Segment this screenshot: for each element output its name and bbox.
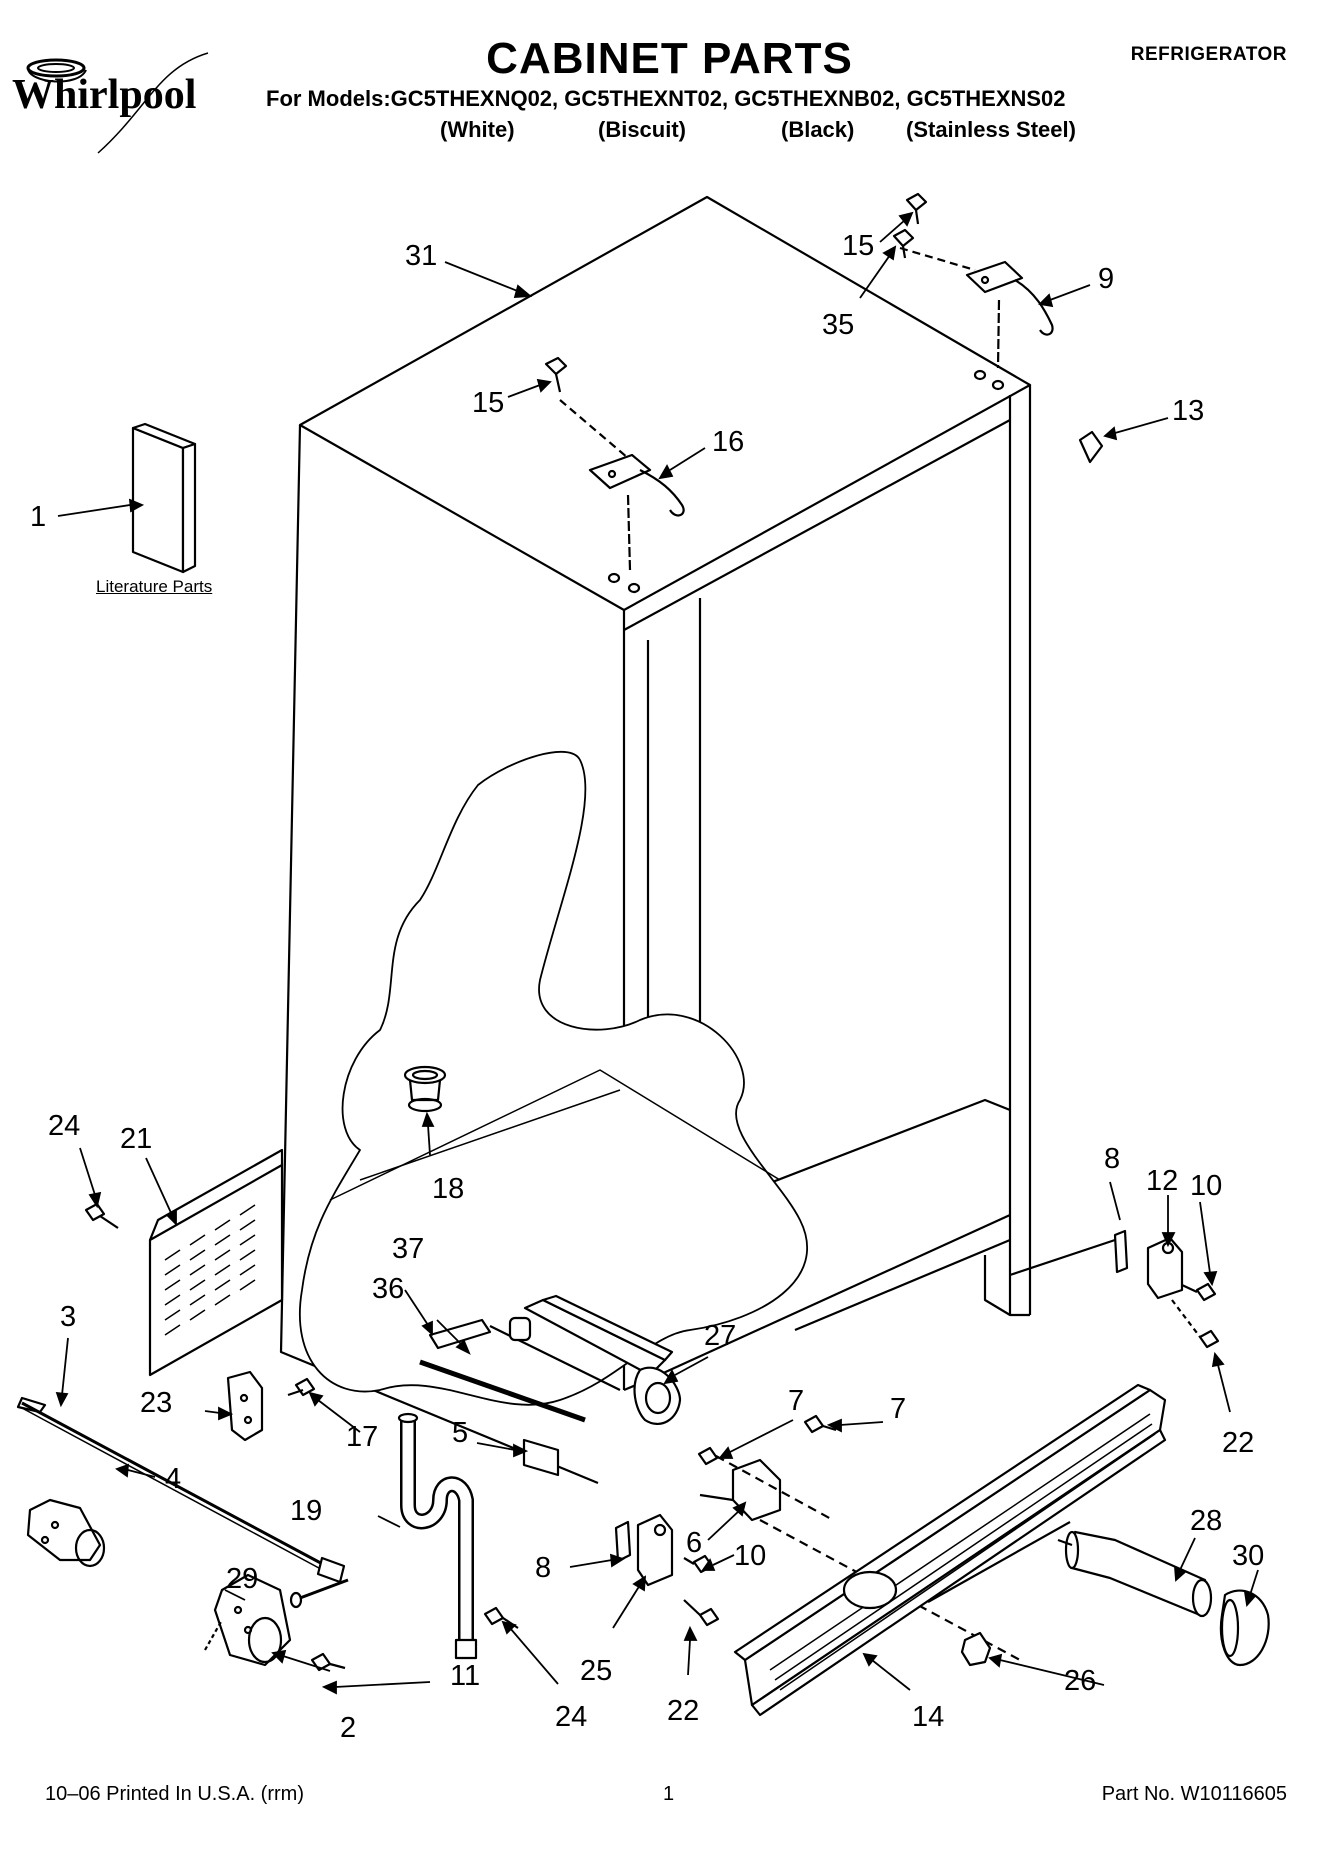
callout-10-right: 10 bbox=[1190, 1170, 1222, 1202]
callout-9: 9 bbox=[1098, 263, 1114, 295]
callout-13: 13 bbox=[1172, 395, 1204, 427]
screw-7-left-part bbox=[697, 1446, 719, 1466]
callout-labels: 1 2 3 4 5 6 7 7 8 8 9 10 10 11 12 13 14 … bbox=[30, 230, 1264, 1744]
rod-36-part bbox=[419, 1359, 586, 1423]
callout-15-right: 15 bbox=[842, 230, 874, 262]
callout-17: 17 bbox=[346, 1421, 378, 1453]
callout-15-left: 15 bbox=[472, 387, 504, 419]
bolt-29-part bbox=[289, 1578, 349, 1609]
panel-vents bbox=[164, 1204, 256, 1336]
part-number: Part No. W10116605 bbox=[1101, 1783, 1287, 1805]
callout-27: 27 bbox=[704, 1320, 736, 1352]
roller-4-part bbox=[26, 1498, 106, 1568]
variant-biscuit: (Biscuit) bbox=[598, 117, 686, 142]
screw-22-right-part bbox=[1171, 1299, 1220, 1349]
literature-book-part bbox=[131, 422, 197, 574]
callout-1: 1 bbox=[30, 501, 46, 533]
screw-24-left-part bbox=[84, 1202, 119, 1229]
callout-18: 18 bbox=[432, 1173, 464, 1205]
callout-7-right: 7 bbox=[890, 1393, 906, 1425]
leader-lines bbox=[55, 211, 1259, 1695]
leveling-rod-part bbox=[16, 1396, 346, 1584]
callout-36: 36 bbox=[372, 1273, 404, 1305]
brand-wordmark: Whirlpool bbox=[12, 72, 196, 118]
plate-8-right-part bbox=[1009, 1229, 1129, 1277]
callout-10-lower: 10 bbox=[734, 1540, 766, 1572]
drain-cup-part bbox=[403, 1065, 447, 1113]
print-info: 10–06 Printed In U.S.A. (rrm) bbox=[45, 1783, 304, 1805]
variant-black: (Black) bbox=[781, 117, 855, 142]
top-hinge-left-part bbox=[559, 399, 685, 594]
variant-stainless: (Stainless Steel) bbox=[906, 117, 1076, 142]
callout-19: 19 bbox=[290, 1495, 322, 1527]
rear-access-panel-part bbox=[148, 1148, 284, 1377]
screw-15-left-part bbox=[544, 356, 568, 393]
screw-10-right-part bbox=[1181, 1282, 1217, 1302]
callout-22-right: 22 bbox=[1222, 1427, 1254, 1459]
callout-16: 16 bbox=[712, 426, 744, 458]
callout-4: 4 bbox=[165, 1463, 181, 1495]
callout-5: 5 bbox=[452, 1417, 468, 1449]
callout-28: 28 bbox=[1190, 1505, 1222, 1537]
callout-35: 35 bbox=[822, 309, 854, 341]
top-hinge-right-part bbox=[899, 246, 1054, 391]
label-5-part bbox=[522, 1438, 560, 1477]
callout-11: 11 bbox=[450, 1660, 480, 1692]
callout-23: 23 bbox=[140, 1387, 172, 1419]
screw-15-right-part bbox=[905, 192, 928, 225]
callout-31: 31 bbox=[405, 240, 437, 272]
callout-8-right: 8 bbox=[1104, 1143, 1120, 1175]
callout-12: 12 bbox=[1146, 1165, 1178, 1197]
clip-13-part bbox=[1078, 430, 1104, 464]
callout-2: 2 bbox=[340, 1712, 356, 1744]
filter-cap-part bbox=[1219, 1589, 1270, 1667]
plate-8-lower-part bbox=[614, 1520, 632, 1563]
screw-17-part bbox=[287, 1377, 316, 1397]
callout-3: 3 bbox=[60, 1301, 76, 1333]
callout-25: 25 bbox=[580, 1655, 612, 1687]
variant-white: (White) bbox=[440, 117, 515, 142]
base-grille-part bbox=[733, 1383, 1167, 1717]
callout-21: 21 bbox=[120, 1123, 152, 1155]
screw-22-lower-part bbox=[683, 1599, 720, 1627]
hinge-bracket-25-part bbox=[636, 1513, 674, 1587]
literature-parts-label: Literature Parts bbox=[96, 577, 213, 596]
callout-8-lower: 8 bbox=[535, 1552, 551, 1584]
callout-37: 37 bbox=[392, 1233, 424, 1265]
bracket-23-part bbox=[226, 1370, 264, 1442]
water-filter-part bbox=[1057, 1530, 1213, 1618]
callout-6: 6 bbox=[686, 1527, 702, 1559]
callout-14: 14 bbox=[912, 1701, 944, 1733]
page-number: 1 bbox=[663, 1783, 675, 1805]
screw-7-right-part bbox=[803, 1414, 837, 1434]
clip-26-part bbox=[960, 1631, 992, 1667]
callout-7-left: 7 bbox=[788, 1385, 804, 1417]
page-title: CABINET PARTS bbox=[486, 34, 853, 83]
screw-35-part bbox=[892, 228, 915, 259]
callout-30: 30 bbox=[1232, 1540, 1264, 1572]
appliance-category: REFRIGERATOR bbox=[1130, 44, 1287, 65]
callout-29: 29 bbox=[226, 1563, 258, 1595]
whirlpool-logo-graphic: Whirlpool bbox=[12, 52, 209, 154]
drain-hose-part bbox=[397, 1412, 478, 1660]
callout-24-left: 24 bbox=[48, 1110, 80, 1142]
callout-26: 26 bbox=[1064, 1665, 1096, 1697]
brand-logo: Whirlpool bbox=[8, 48, 258, 158]
models-line: For Models:GC5THEXNQ02, GC5THEXNT02, GC5… bbox=[266, 86, 1066, 111]
callout-22-lower: 22 bbox=[667, 1695, 699, 1727]
callout-24-lower: 24 bbox=[555, 1701, 587, 1733]
hinge-bracket-12-part bbox=[1146, 1236, 1184, 1300]
